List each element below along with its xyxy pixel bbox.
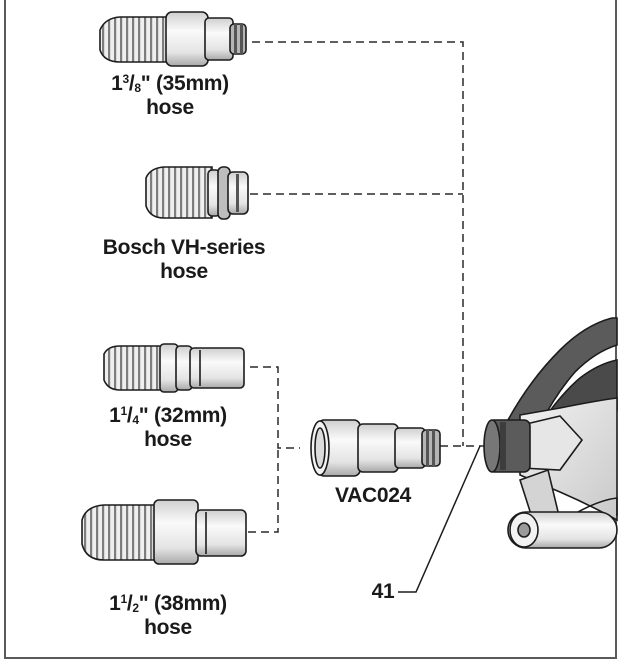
hose-32mm-illustration <box>103 343 245 393</box>
callout-leader-41 <box>398 445 481 593</box>
dash-line-35mm <box>252 41 464 446</box>
dash-line-38mm <box>248 448 279 533</box>
hose-bosch-illustration <box>145 166 249 220</box>
callout-number-41: 41 <box>371 580 395 603</box>
label-hose-32mm: 11/4" (32mm) hose <box>109 404 227 451</box>
label-bosch-vh-hose: Bosch VH-series hose <box>102 236 266 283</box>
label-hose-38mm: 11/2" (38mm) hose <box>109 592 227 639</box>
label-vac024: VAC024 <box>334 484 412 507</box>
hose-35mm-illustration <box>99 11 247 67</box>
tool-body-illustration <box>483 317 618 549</box>
vac024-adapter-illustration <box>310 419 441 477</box>
dash-line-32mm <box>250 366 300 449</box>
label-hose-35mm: 13/8" (35mm) hose <box>111 72 229 119</box>
hose-38mm-illustration <box>81 499 247 565</box>
